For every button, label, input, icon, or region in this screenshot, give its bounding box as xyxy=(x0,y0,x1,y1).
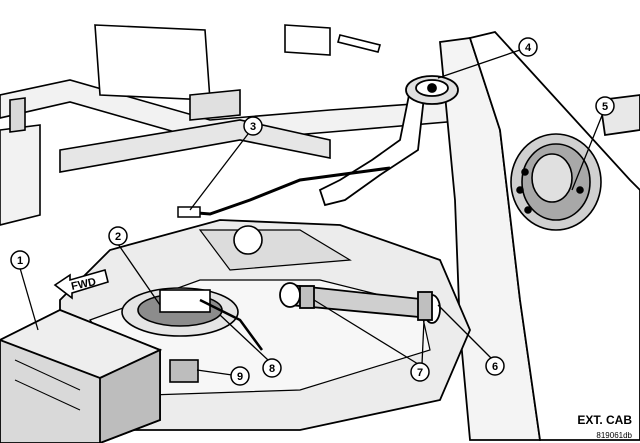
callout-6: 6 xyxy=(485,356,505,376)
fuel-supply-line xyxy=(199,298,264,351)
callout-1: 1 xyxy=(10,250,30,270)
callout-5: 5 xyxy=(595,96,615,116)
svg-text:8: 8 xyxy=(269,363,275,375)
callout-9: 9 xyxy=(230,366,250,386)
svg-text:3: 3 xyxy=(250,121,256,133)
svg-text:4: 4 xyxy=(525,42,532,54)
callout-3: 3 xyxy=(243,116,263,136)
callout-7: 7 xyxy=(410,362,430,382)
fwd-label: FWD xyxy=(70,276,97,293)
svg-text:6: 6 xyxy=(492,361,498,373)
tank-top-fitting xyxy=(233,225,263,255)
fuel-door-opening xyxy=(510,133,602,231)
evap-canister xyxy=(0,309,163,443)
electrical-connector xyxy=(169,359,199,383)
callout-4: 4 xyxy=(518,37,538,57)
vehicle-frame xyxy=(0,24,471,226)
callout-8: 8 xyxy=(262,358,282,378)
filler-neck xyxy=(318,75,459,207)
leader-lines xyxy=(19,49,604,376)
fwd-arrow: FWD xyxy=(53,269,109,300)
fuel-pump-module xyxy=(121,225,263,337)
hose-clamp-b xyxy=(417,291,433,321)
figure-id: 819061db xyxy=(596,431,632,440)
diagram-caption: EXT. CAB xyxy=(577,413,632,427)
vent-line-fitting xyxy=(177,206,201,218)
svg-text:2: 2 xyxy=(115,231,121,243)
svg-text:9: 9 xyxy=(237,371,243,383)
callout-2: 2 xyxy=(108,226,128,246)
filler-hose xyxy=(279,282,441,324)
svg-text:5: 5 xyxy=(602,101,608,113)
vent-line xyxy=(184,166,391,216)
svg-text:7: 7 xyxy=(417,367,423,379)
svg-text:1: 1 xyxy=(17,255,23,267)
hose-clamp-a xyxy=(299,285,315,309)
